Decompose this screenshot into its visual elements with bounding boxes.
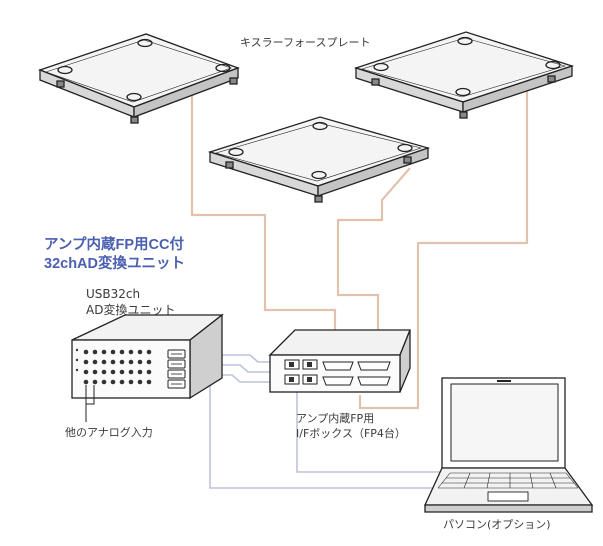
laptop-pc <box>423 377 594 513</box>
if-plate-ports <box>322 361 391 386</box>
force-plate-1 <box>38 33 240 124</box>
ad-converter-unit <box>71 313 224 422</box>
usb-unit-label-1: USB32ch <box>86 287 141 301</box>
force-plate-3 <box>207 116 431 203</box>
cable-plate-right <box>358 90 529 410</box>
laptop-keyboard <box>437 472 579 489</box>
cable-plate-center <box>336 167 411 370</box>
usb-unit-label-2: AD変換ユニット <box>86 303 176 317</box>
if-box-label-2: I/Fボックス（FP4台） <box>296 427 406 440</box>
plate-cables <box>187 90 529 410</box>
cable-if-pc <box>296 392 448 473</box>
force-plate-2 <box>353 31 575 119</box>
title-line-2: 32chAD変換ユニット <box>44 256 185 272</box>
pc-label: パソコン(オプション) <box>443 518 551 531</box>
bnc-connector-grid <box>75 348 152 385</box>
other-analog-label: 他のアナログ入力 <box>65 426 153 439</box>
if-box <box>268 329 411 393</box>
cable-plate-left <box>187 91 337 372</box>
title-line-1: アンプ内蔵FP用CC付 <box>44 237 184 253</box>
if-box-label-1: アンプ内蔵FP用 <box>296 412 375 425</box>
laptop-touchpad <box>487 491 529 502</box>
force-plate-label: キスラーフォースプレート <box>240 36 371 49</box>
analog-input-cable <box>85 385 95 405</box>
